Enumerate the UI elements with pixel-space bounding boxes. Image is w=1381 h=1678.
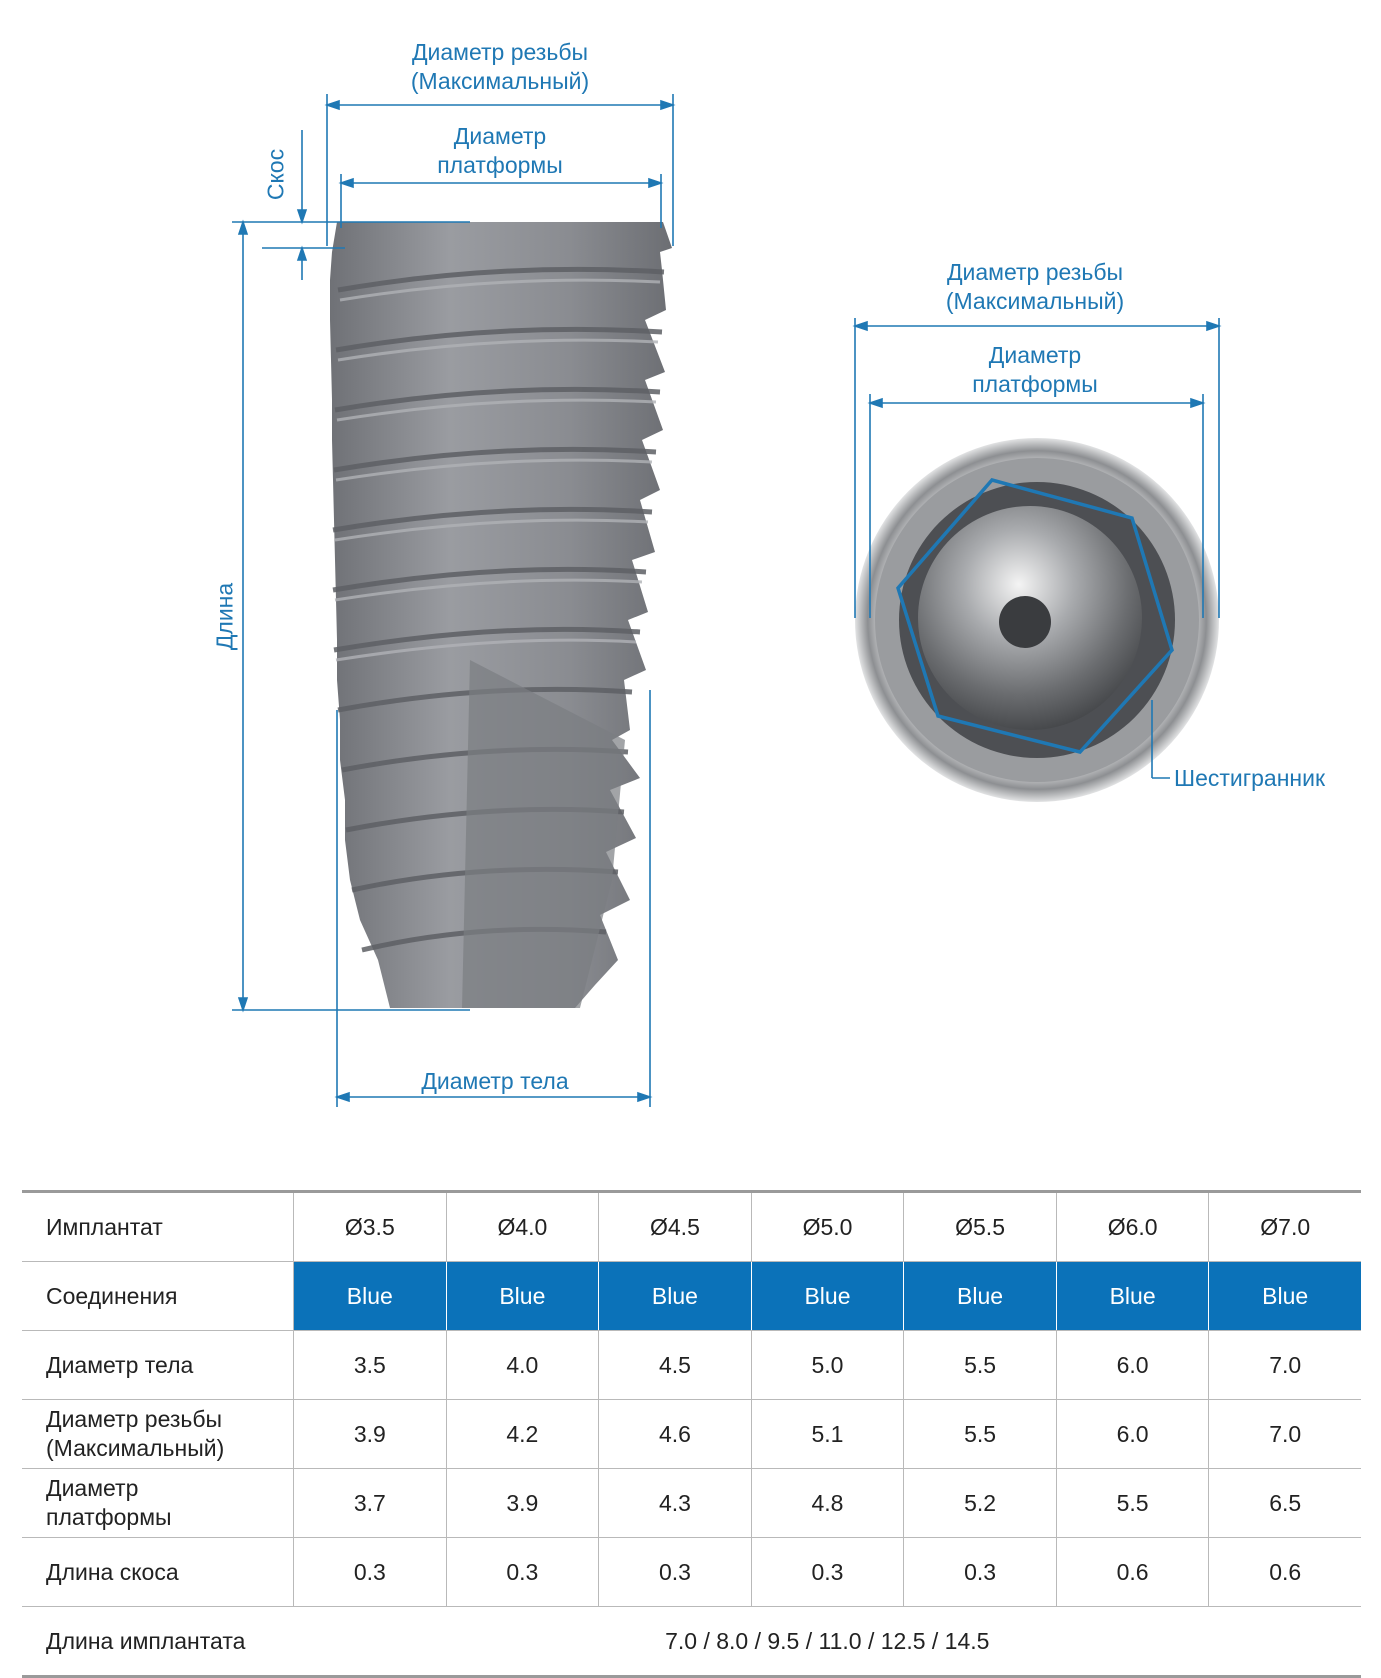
table-cell: 5.2 (903, 1468, 1057, 1538)
table-cell: 6.0 (1056, 1330, 1210, 1400)
connection-cell: Blue (903, 1261, 1057, 1331)
side-platform-diameter-label: Диаметр платформы (437, 123, 563, 178)
table-row-platform-diameter: Диаметр платформы 3.7 3.9 4.3 4.8 5.2 5.… (22, 1468, 1361, 1538)
top-dimension-lines (852, 318, 1222, 779)
connection-cell: Blue (1056, 1261, 1210, 1331)
header-cell: Ø5.5 (903, 1190, 1057, 1262)
thread-highlights (334, 278, 661, 662)
table-cell: 3.7 (293, 1468, 447, 1538)
hex-label: Шестигранник (1174, 765, 1326, 791)
table-cell: 0.6 (1056, 1537, 1210, 1607)
table-cell: 5.0 (751, 1330, 905, 1400)
table-row-connection: Соединения Blue Blue Blue Blue Blue Blue… (22, 1261, 1361, 1331)
header-cell: Ø6.0 (1056, 1190, 1210, 1262)
screw-center (999, 596, 1051, 648)
top-platform-diameter-label: Диаметр платформы (972, 342, 1098, 397)
table-cell: 6.0 (1056, 1399, 1210, 1469)
body-diameter-label: Диаметр тела (421, 1068, 569, 1094)
bevel-label: Скос (262, 148, 289, 201)
row-label-connection: Соединения (22, 1261, 295, 1331)
table-cell: 4.3 (598, 1468, 752, 1538)
table-cell: 0.3 (598, 1537, 752, 1607)
table-row-thread-diameter: Диаметр резьбы (Максимальный) 3.9 4.2 4.… (22, 1399, 1361, 1469)
connection-cell: Blue (598, 1261, 752, 1331)
header-cell: Ø4.5 (598, 1190, 752, 1262)
table-cell: 6.5 (1208, 1468, 1361, 1538)
table-header-row: Имплантат Ø3.5 Ø4.0 Ø4.5 Ø5.0 Ø5.5 Ø6.0 … (22, 1190, 1361, 1262)
side-thread-diameter-label: Диаметр резьбы (Максимальный) (410, 39, 590, 94)
hex-outline (896, 478, 1174, 754)
row-label-platform-diameter: Диаметр платформы (22, 1468, 295, 1538)
header-cell: Ø5.0 (751, 1190, 905, 1262)
implant-side-view (330, 222, 672, 1008)
table-cell: 3.5 (293, 1330, 447, 1400)
row-label-bevel-length: Длина скоса (22, 1537, 295, 1607)
connection-cell: Blue (1208, 1261, 1361, 1331)
implant-length-values: 7.0 / 8.0 / 9.5 / 11.0 / 12.5 / 14.5 (293, 1606, 1361, 1678)
table-cell: 3.9 (446, 1468, 600, 1538)
row-label-thread-diameter: Диаметр резьбы (Максимальный) (22, 1399, 295, 1469)
table-cell: 7.0 (1208, 1330, 1361, 1400)
table-cell: 4.5 (598, 1330, 752, 1400)
table-row-implant-length: Длина имплантата 7.0 / 8.0 / 9.5 / 11.0 … (22, 1606, 1361, 1678)
header-cell: Ø4.0 (446, 1190, 600, 1262)
spec-table: Имплантат Ø3.5 Ø4.0 Ø4.5 Ø5.0 Ø5.5 Ø6.0 … (22, 1190, 1361, 1678)
implant-top-view (855, 438, 1219, 802)
table-row-bevel-length: Длина скоса 0.3 0.3 0.3 0.3 0.3 0.6 0.6 (22, 1537, 1361, 1607)
table-cell: 5.5 (1056, 1468, 1210, 1538)
table-cell: 0.3 (903, 1537, 1057, 1607)
table-cell: 3.9 (293, 1399, 447, 1469)
table-cell: 0.3 (446, 1537, 600, 1607)
table-cell: 7.0 (1208, 1399, 1361, 1469)
implant-diagram (232, 94, 1222, 1107)
row-label-implant: Имплантат (22, 1190, 295, 1262)
table-cell: 0.3 (293, 1537, 447, 1607)
table-cell: 5.5 (903, 1330, 1057, 1400)
side-dimension-lines (232, 94, 676, 1107)
cutting-flute (462, 660, 625, 1008)
table-row-body-diameter: Диаметр тела 3.5 4.0 4.5 5.0 5.5 6.0 7.0 (22, 1330, 1361, 1400)
table-cell: 4.6 (598, 1399, 752, 1469)
row-label-body-diameter: Диаметр тела (22, 1330, 295, 1400)
header-cell: Ø3.5 (293, 1190, 447, 1262)
table-cell: 0.6 (1208, 1537, 1361, 1607)
row-label-implant-length: Длина имплантата (22, 1606, 294, 1678)
table-cell: 4.0 (446, 1330, 600, 1400)
table-cell: 0.3 (751, 1537, 905, 1607)
table-cell: 4.8 (751, 1468, 905, 1538)
connection-cell: Blue (293, 1261, 447, 1331)
length-label: Длина (211, 582, 238, 651)
table-cell: 4.2 (446, 1399, 600, 1469)
top-thread-diameter-label: Диаметр резьбы (Максимальный) (945, 259, 1125, 314)
header-cell: Ø7.0 (1208, 1190, 1361, 1262)
table-cell: 5.5 (903, 1399, 1057, 1469)
table-cell: 5.1 (751, 1399, 905, 1469)
connection-cell: Blue (751, 1261, 905, 1331)
connection-cell: Blue (446, 1261, 600, 1331)
